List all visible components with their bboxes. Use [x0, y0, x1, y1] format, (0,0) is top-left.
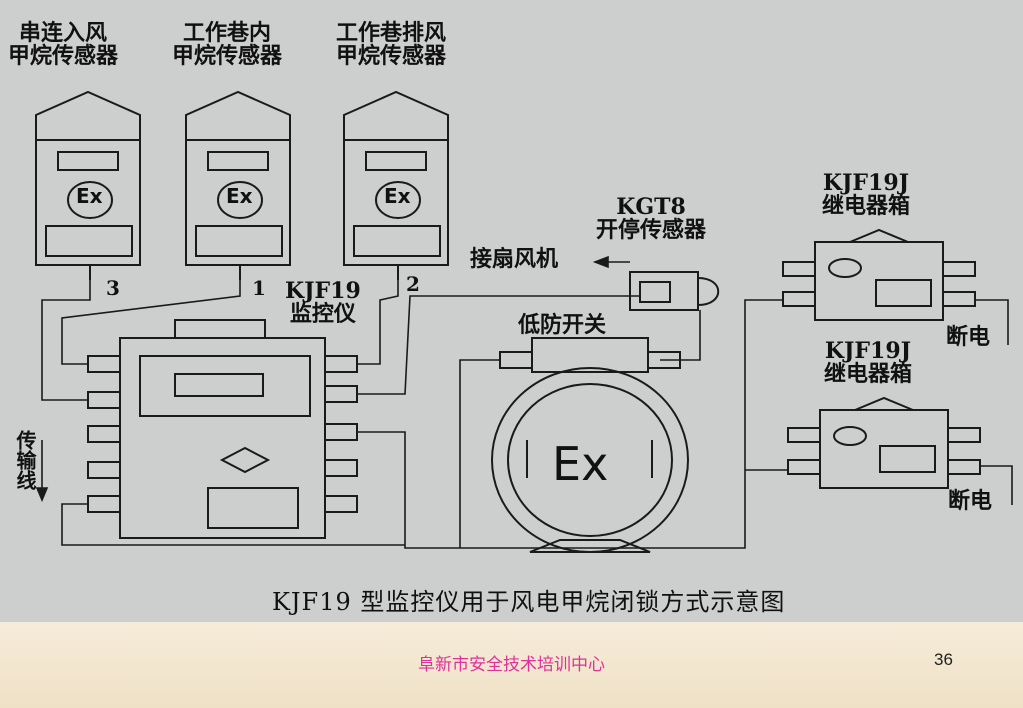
- sensor-1-title: 串连入风: [19, 20, 108, 46]
- diagram-scan: 串连入风 甲烷传感器 工作巷内 甲烷传感器 工作巷排风 甲烷传感器 Ex Ex …: [0, 0, 1023, 622]
- relay-2-label: KJF19J 继电器箱: [824, 338, 913, 388]
- relay-1-cut-label: 断电: [946, 324, 991, 350]
- slide-footer: 阜新市安全技术培训中心 36: [0, 622, 1023, 708]
- relay-1-label: KJF19J 继电器箱: [822, 170, 911, 220]
- wires: [35, 255, 1013, 549]
- sensor-3-title: 工作巷排风: [336, 20, 447, 46]
- switch-ex-badge: Ex: [552, 437, 609, 491]
- sensor-3-ex-badge: Ex: [384, 184, 411, 208]
- switch-label: 低防开关: [518, 312, 607, 338]
- footer-organization: 阜新市安全技术培训中心: [418, 655, 605, 675]
- wiring-diagram: [35, 90, 1013, 553]
- sensor-2-label: 工作巷内 甲烷传感器: [172, 20, 283, 70]
- relay-2-name: 继电器箱: [824, 361, 913, 388]
- monitor-label: KJF19 监控仪: [285, 278, 361, 328]
- methane-sensor-1: [35, 90, 141, 280]
- transmission-line-label: 传输线: [13, 430, 37, 490]
- sensor-2-title: 工作巷内: [183, 20, 272, 46]
- kjf19-monitor: [87, 319, 358, 539]
- sensor-1-label: 串连入风 甲烷传感器: [8, 20, 119, 70]
- sensor-2-type: 甲烷传感器: [172, 43, 283, 70]
- sensor-1-port: 3: [106, 276, 120, 300]
- relay-2-model: KJF19J: [824, 338, 912, 364]
- fan-label: 接扇风机: [470, 246, 559, 272]
- sensor-1-ex-badge: Ex: [76, 184, 103, 208]
- kgt8-name: 开停传感器: [596, 217, 707, 244]
- sensor-2-port: 1: [252, 276, 266, 300]
- kgt8-sensor: [629, 271, 719, 311]
- monitor-name: 监控仪: [289, 301, 356, 328]
- sensor-3-type: 甲烷传感器: [336, 43, 447, 70]
- relay-1-model: KJF19J: [822, 170, 910, 196]
- monitor-model: KJF19: [285, 278, 361, 304]
- sensor-2-ex-badge: Ex: [226, 184, 253, 208]
- relay-box-1: [782, 228, 976, 321]
- diagram-caption: KJF19 型监控仪用于风电甲烷闭锁方式示意图: [272, 588, 786, 616]
- sensor-3-label: 工作巷排风 甲烷传感器: [336, 20, 447, 70]
- kgt8-model: KGT8: [616, 194, 686, 220]
- relay-box-2: [787, 396, 981, 489]
- relay-1-name: 继电器箱: [822, 193, 911, 220]
- sensor-3-port: 2: [406, 272, 420, 296]
- methane-sensor-2: [185, 90, 291, 280]
- sensor-1-type: 甲烷传感器: [8, 43, 119, 70]
- kgt8-label: KGT8 开停传感器: [596, 194, 707, 244]
- page-number: 36: [934, 650, 953, 669]
- methane-sensor-3: [343, 90, 449, 280]
- relay-2-cut-label: 断电: [948, 488, 993, 514]
